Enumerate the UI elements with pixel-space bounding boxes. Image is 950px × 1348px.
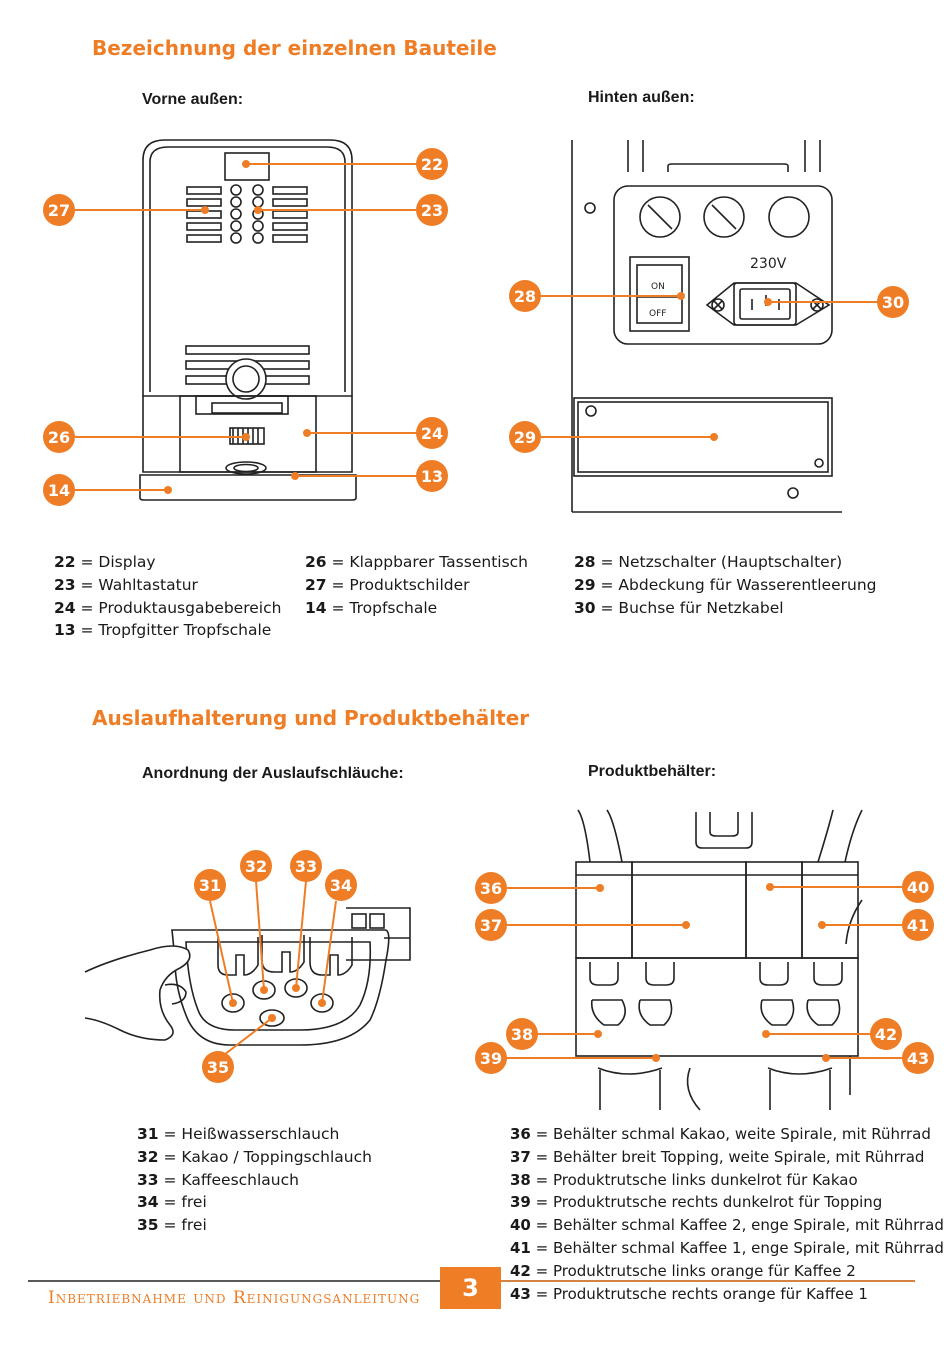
legend-hoses: 31 = Heißwasserschlauch 32 = Kakao / Top… [137,1123,372,1237]
legend-item-37: 37 = Behälter breit Topping, weite Spira… [510,1147,925,1166]
callout-22-text: 22 [421,155,443,174]
callout-26-text: 26 [48,428,70,447]
callout-36-text: 36 [480,879,502,898]
callout-13-text: 13 [421,467,443,486]
section-title-components: Bezeichnung der einzelnen Bauteile [92,36,497,60]
callout-27 [43,194,75,226]
legend-item-43: 43 = Produktrutsche rechts orange für Ka… [510,1284,868,1303]
callout-42-text: 42 [875,1025,897,1044]
callout-13 [416,460,448,492]
legend-item-26: 26 = Klappbarer Tassentisch [305,553,528,571]
legend-item-23: 23 = Wahltastatur [54,575,198,594]
back-view-label: Hinten außen: [588,89,695,106]
callout-29 [509,421,541,453]
callouts-section2 [194,850,934,1083]
legend-item-33: 33 = Kaffeeschlauch [137,1170,299,1189]
callout-35-text: 35 [207,1058,229,1077]
legend-item-22: 22 = Display [54,553,156,571]
section-title-dispenser: Auslaufhalterung und Produktbehälter [92,706,530,730]
containers-label: Produktbehälter: [588,763,717,780]
callout-27-text: 27 [48,201,70,220]
front-view-label: Vorne außen: [142,91,244,108]
legend-item-29: 29 = Abdeckung für Wasserentleerung [574,575,877,594]
legend-item-42: 42 = Produktrutsche links orange für Kaf… [510,1261,856,1280]
callout-24 [416,417,448,449]
legend-item-35: 35 = frei [137,1216,207,1235]
callout-31-text: 31 [199,876,221,895]
legend-item-34: 34 = frei [137,1193,207,1212]
containers-figure [575,809,863,1111]
callout-40-text: 40 [907,878,929,897]
hoses-figure [84,907,411,1046]
legend-item-36: 36 = Behälter schmal Kakao, weite Spiral… [510,1125,931,1143]
callout-29-text: 29 [514,428,536,447]
legend-item-14: 14 = Tropfschale [305,598,438,617]
legend-item-40: 40 = Behälter schmal Kaffee 2, enge Spir… [510,1216,944,1235]
callouts-section1 [43,148,909,506]
callout-26 [43,421,75,453]
legend-item-13: 13 = Tropfgitter Tropfschale [54,621,272,640]
callout-30-text: 30 [882,293,904,312]
switch-off-text: OFF [649,309,666,319]
voltage-text: 230V [750,256,787,272]
callout-22 [416,148,448,180]
legend-item-41: 41 = Behälter schmal Kaffee 1, enge Spir… [510,1238,944,1257]
callout-43-text: 43 [907,1049,929,1068]
legend-item-27: 27 = Produktschilder [305,575,470,594]
legend-item-28: 28 = Netzschalter (Hauptschalter) [574,553,843,571]
callout-33-text: 33 [295,857,317,876]
footer-title: Inbetriebnahme und Reinigungsanleitung [48,1288,421,1308]
legend-item-24: 24 = Produktausgabebereich [54,598,282,617]
legend-item-30: 30 = Buchse für Netzkabel [574,598,784,617]
callout-32-text: 32 [245,857,267,876]
callout-24-text: 24 [421,424,443,443]
page-number: 3 [440,1267,501,1309]
legend-front-col2: 26 = Klappbarer Tassentisch 27 = Produkt… [305,551,528,619]
hoses-label: Anordnung der Auslaufschläuche: [142,765,404,782]
callout-28 [509,280,541,312]
callout-34-text: 34 [330,876,352,895]
legend-containers: 36 = Behälter schmal Kakao, weite Spiral… [510,1123,944,1305]
callout-14 [43,474,75,506]
legend-back: 28 = Netzschalter (Hauptschalter) 29 = A… [574,551,877,619]
legend-item-38: 38 = Produktrutsche links dunkelrot für … [510,1170,858,1189]
callout-41-text: 41 [907,916,929,935]
legend-item-39: 39 = Produktrutsche rechts dunkelrot für… [510,1193,883,1212]
callout-23 [416,194,448,226]
switch-on-text: ON [651,282,665,292]
callout-14-text: 14 [48,481,70,500]
callout-30 [877,286,909,318]
legend-item-32: 32 = Kakao / Toppingschlauch [137,1147,372,1166]
callout-28-text: 28 [514,287,536,306]
legend-front-col1: 22 = Display 23 = Wahltastatur 24 = Prod… [54,551,281,642]
legend-item-31: 31 = Heißwasserschlauch [137,1125,340,1143]
callout-38-text: 38 [511,1025,533,1044]
callout-39-text: 39 [480,1049,502,1068]
callout-37-text: 37 [480,916,502,935]
callout-23-text: 23 [421,201,443,220]
